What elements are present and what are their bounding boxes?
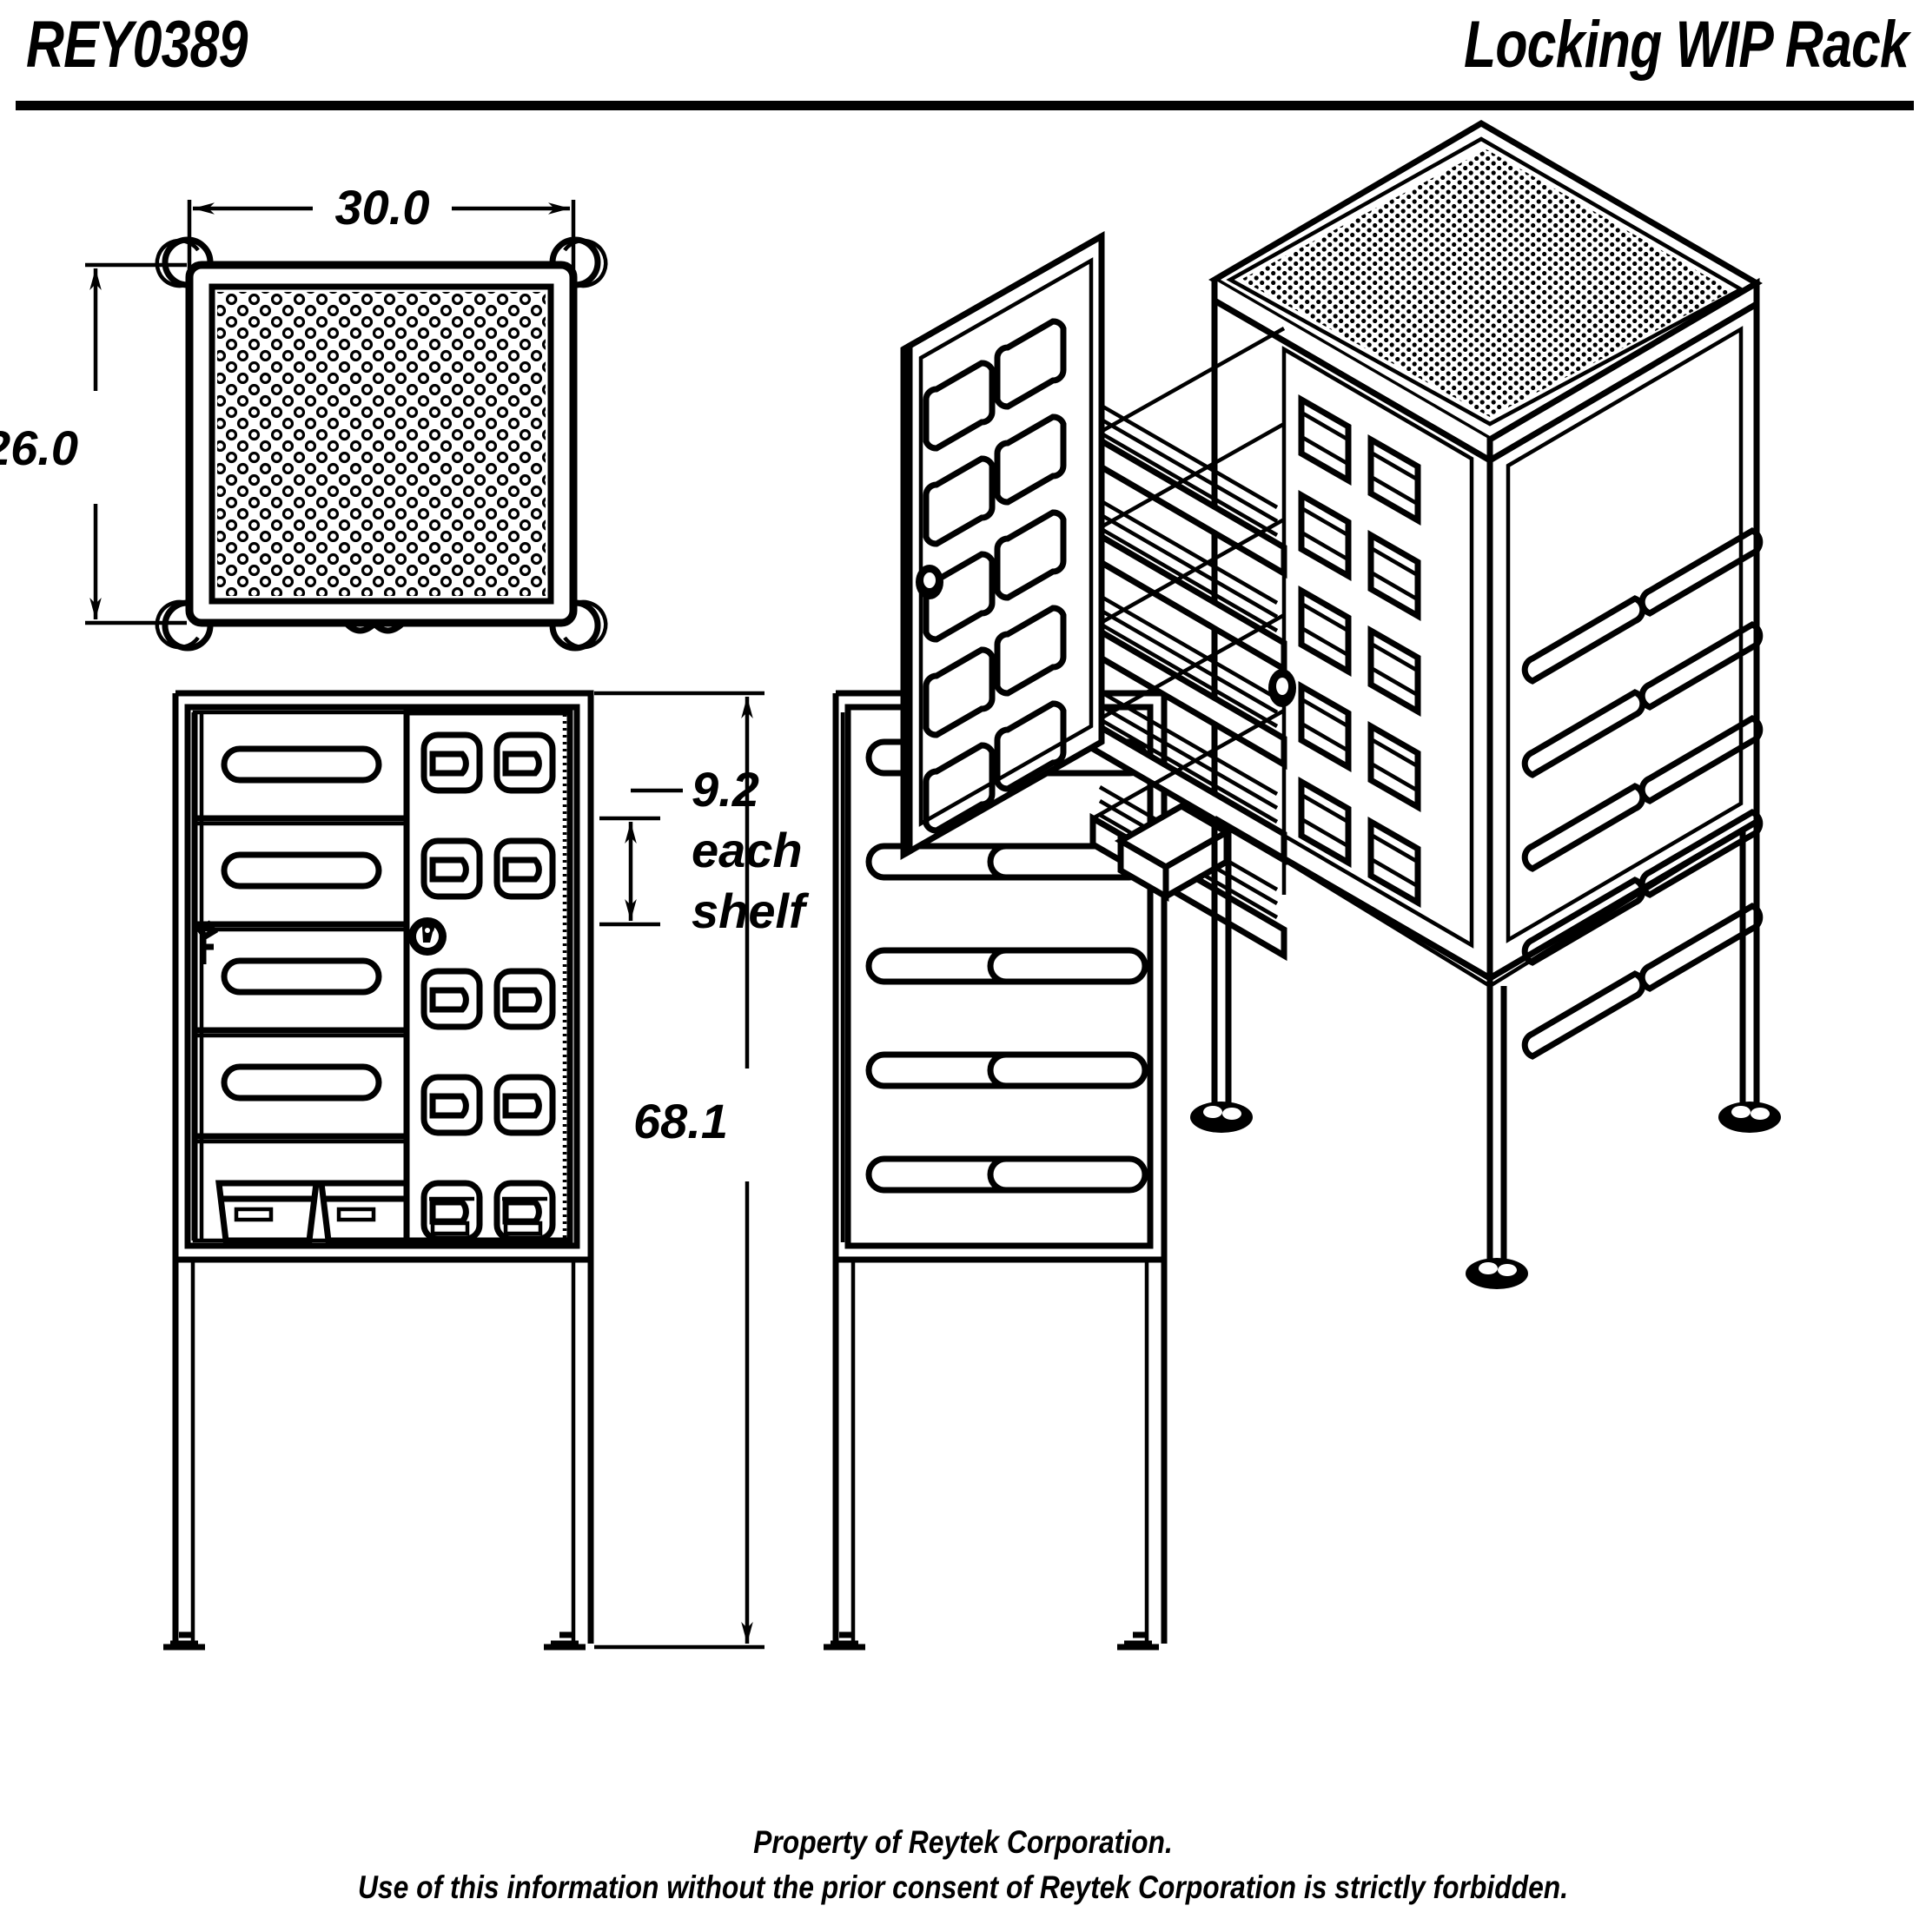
top-view: 30.0 26.0 — [0, 180, 608, 652]
leg-cap-icon — [162, 599, 214, 652]
leveling-foot-icon — [824, 1631, 865, 1651]
dimension-height-value: 68.1 — [633, 1094, 728, 1148]
iso-front-panel — [1211, 294, 1493, 984]
front-view: 9.2 each shelf 68.1 — [163, 690, 810, 1651]
leveling-foot-icon — [1117, 1631, 1159, 1651]
shelf-slot — [224, 1067, 379, 1098]
leg-cap-icon — [549, 599, 601, 652]
footer-line-1: Property of Reytek Corporation. — [753, 1824, 1173, 1860]
header-rule — [16, 101, 1914, 110]
door-window — [424, 971, 480, 1027]
leveling-foot-icon — [1718, 1102, 1781, 1133]
door-window — [424, 841, 480, 897]
drawing-footer: Property of Reytek Corporation. Use of t… — [0, 1820, 1926, 1910]
dimension-width: 30.0 — [187, 180, 576, 269]
door-window — [424, 1183, 480, 1239]
leg-cap-icon — [549, 236, 601, 288]
door-window — [497, 735, 553, 791]
door-window — [424, 1077, 480, 1133]
storage-bins — [215, 1180, 422, 1244]
footer-line-2: Use of this information without the prio… — [357, 1869, 1569, 1905]
corner-leg-caps — [155, 236, 608, 652]
iso-door-lock-knob[interactable] — [916, 565, 943, 599]
door-window — [497, 971, 553, 1027]
dimension-width-value: 30.0 — [335, 180, 430, 235]
door-lock[interactable] — [408, 917, 447, 956]
side-slot — [990, 1159, 1145, 1190]
page-title: Locking WIP Rack — [1464, 8, 1909, 82]
leveling-foot-icon — [1190, 1102, 1253, 1133]
door-window — [497, 1077, 553, 1133]
iso-right-panel — [1486, 298, 1764, 1060]
bin-icon — [215, 1180, 320, 1244]
drawing-sheet: 30.0 26.0 — [0, 113, 1926, 1816]
door-window — [497, 1183, 553, 1239]
drawing-header: REY0389 Locking WIP Rack — [0, 0, 1926, 113]
perforated-panel-holes — [217, 292, 546, 596]
dimension-depth: 26.0 — [0, 262, 187, 625]
shelf-slot — [224, 749, 379, 780]
door-window — [424, 735, 480, 791]
shelf-slot — [224, 961, 379, 992]
dimension-shelf-note-2: shelf — [692, 883, 810, 938]
leveling-foot-icon — [1466, 1258, 1528, 1289]
leveling-feet — [163, 1631, 586, 1651]
iso-door-lock[interactable] — [1268, 669, 1296, 707]
side-slot — [990, 950, 1145, 982]
leveling-foot-icon — [544, 1631, 586, 1651]
top-view-door-hardware — [345, 622, 404, 634]
shelf-slot — [224, 855, 379, 886]
iso-legs — [1211, 815, 1760, 1268]
shelf-column — [191, 710, 422, 1244]
leveling-feet — [824, 1631, 1159, 1651]
side-slot — [990, 1055, 1145, 1086]
dimension-shelf: 9.2 each shelf — [599, 762, 810, 938]
dimension-depth-value: 26.0 — [0, 420, 78, 475]
door-panel[interactable] — [403, 709, 573, 1244]
dimension-height: 68.1 — [594, 691, 764, 1650]
iso-door[interactable] — [900, 230, 1105, 861]
door-window — [497, 841, 553, 897]
front-legs — [190, 1260, 576, 1644]
iso-leveling-feet — [1190, 1102, 1781, 1289]
part-number: REY0389 — [26, 8, 248, 82]
leg-cap-icon — [162, 236, 214, 288]
isometric-view — [900, 119, 1781, 1289]
leveling-foot-icon — [163, 1631, 205, 1651]
